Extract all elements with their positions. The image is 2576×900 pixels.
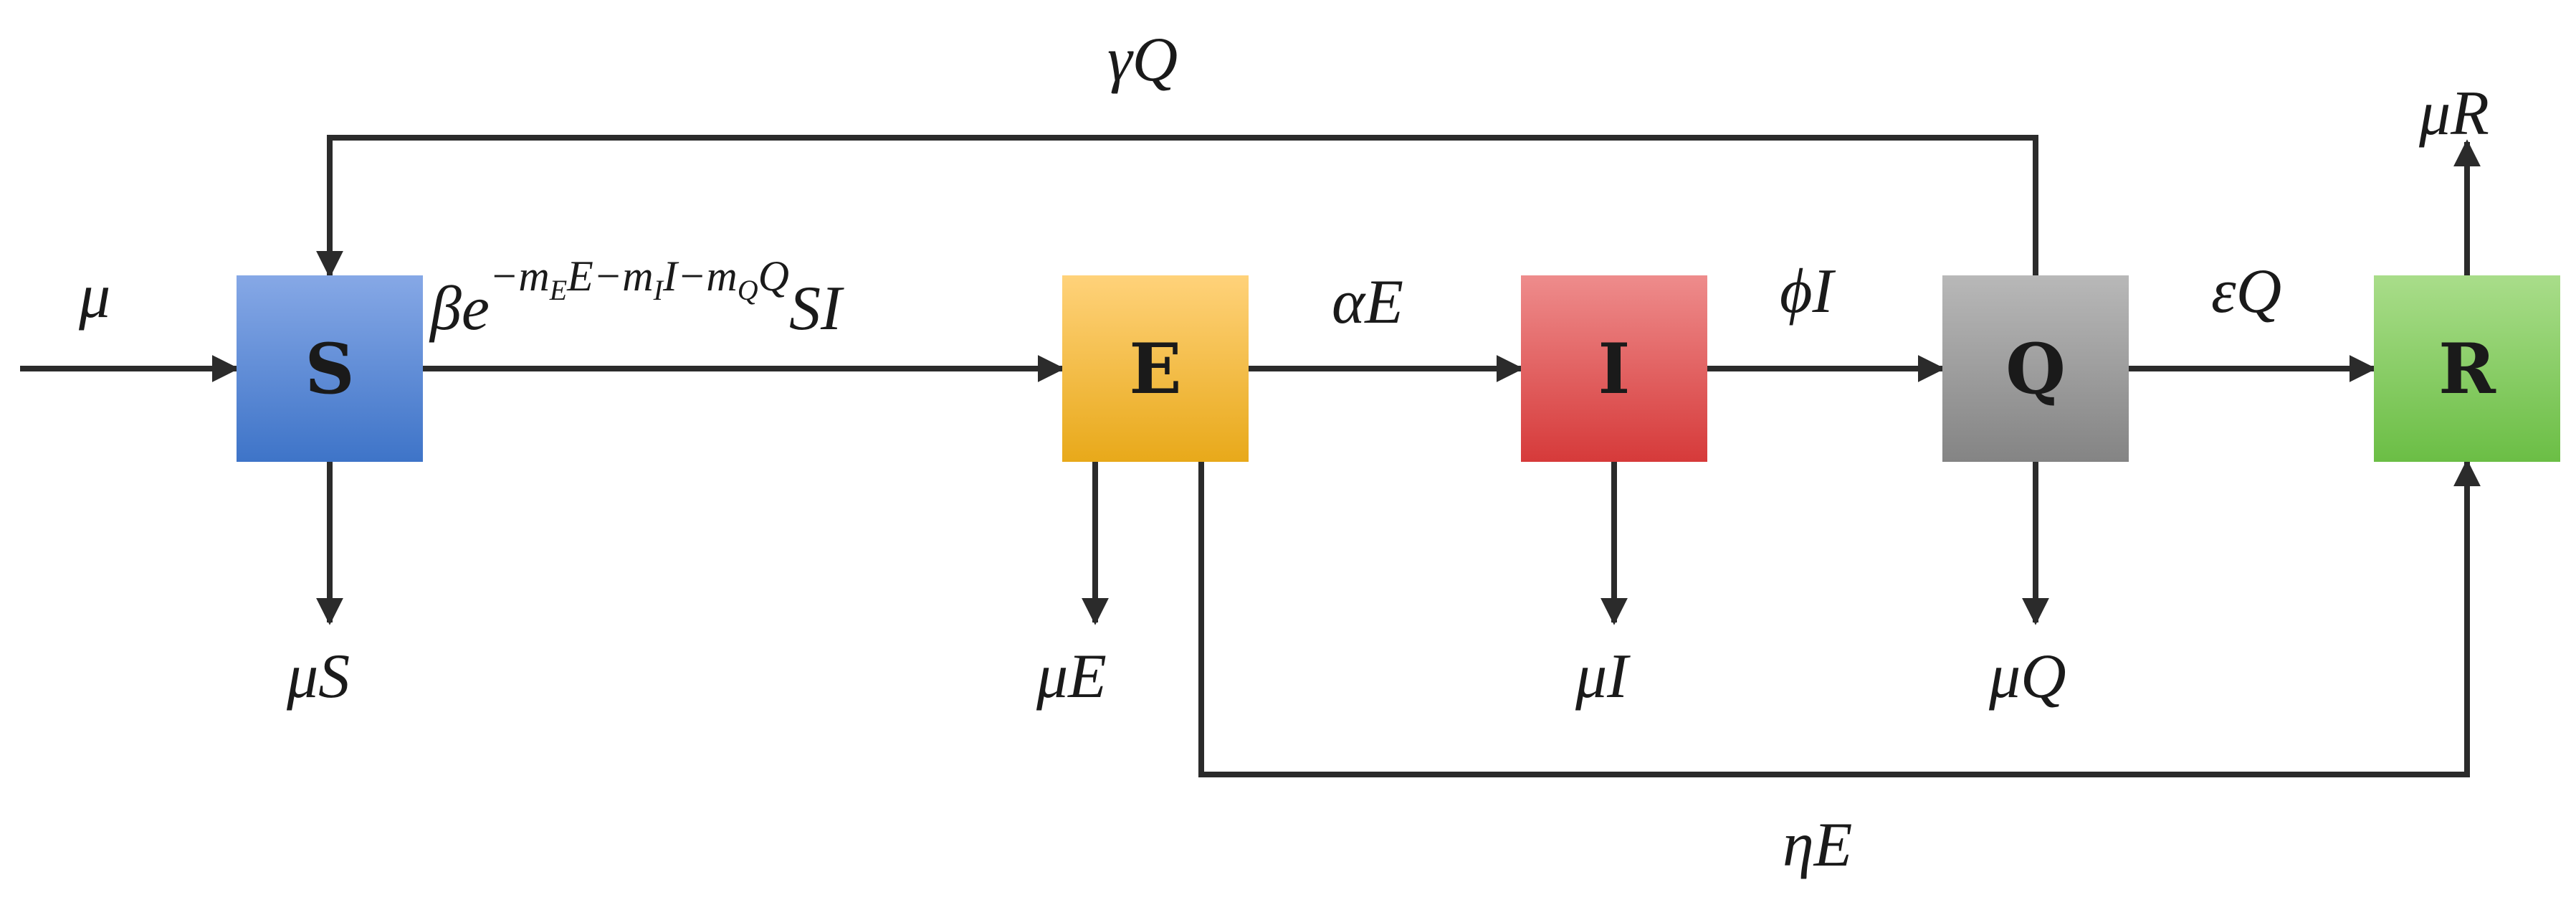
- q-to-s-feedback-arrow: [316, 135, 2038, 278]
- compartment-i: I: [1521, 275, 1707, 462]
- mu-s-label: μS: [287, 642, 350, 711]
- exp-term-2: E−m: [567, 252, 654, 300]
- exp-sub-2: I: [653, 274, 663, 306]
- inflow-label: μ: [79, 262, 111, 331]
- flow-arrows: [20, 135, 2481, 777]
- compartment-q: Q: [1942, 275, 2129, 462]
- phi-i-label: ϕI: [1780, 257, 1833, 326]
- epsilon-q-label: εQ: [2211, 257, 2282, 326]
- infection-rate-prefix: βe: [430, 274, 490, 344]
- exp-term-4: Q: [758, 252, 789, 300]
- mu-e-label: μE: [1036, 642, 1107, 711]
- compartment-e: E: [1062, 275, 1249, 462]
- compartment-r: R: [2374, 275, 2560, 462]
- e-to-r-arrow: [1198, 459, 2481, 777]
- infection-rate-exponent: −mEE−mII−mQQ: [489, 252, 789, 305]
- compartment-q-label: Q: [2005, 328, 2066, 409]
- mu-r-label: μR: [2419, 79, 2489, 148]
- compartment-i-label: I: [1598, 328, 1631, 409]
- alpha-e-label: αE: [1332, 267, 1403, 337]
- mu-q-label: μQ: [1989, 642, 2066, 711]
- exp-term-3: I−m: [662, 252, 738, 300]
- infection-rate-suffix: SI: [789, 274, 842, 344]
- compartment-e-label: E: [1129, 328, 1182, 409]
- exp-sub-1: E: [549, 274, 568, 306]
- gamma-q-label: γQ: [1107, 25, 1178, 95]
- compartment-r-label: R: [2438, 328, 2496, 409]
- exp-term-1: −m: [489, 252, 550, 300]
- compartment-s-label: S: [305, 328, 355, 409]
- eta-e-label: ηE: [1783, 810, 1853, 880]
- mu-i-label: μI: [1575, 642, 1628, 711]
- exp-sub-3: Q: [737, 274, 758, 306]
- compartment-s: S: [237, 275, 423, 462]
- infection-rate-label: βe−mEE−mII−mQQSI: [430, 255, 841, 341]
